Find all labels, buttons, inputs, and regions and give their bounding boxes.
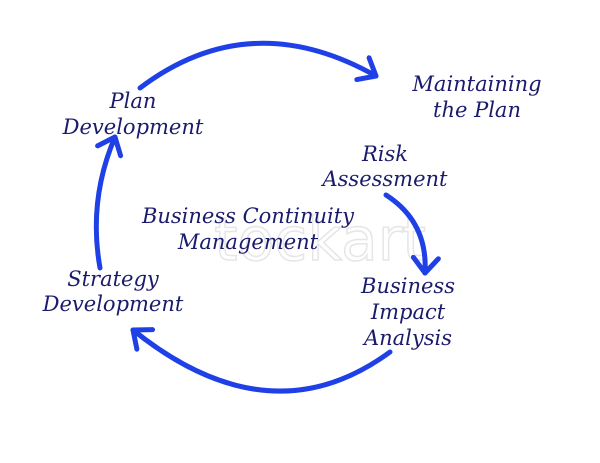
node-maintain-line1: Maintaining: [411, 72, 541, 96]
arrow-strategy-to-plan: [93, 134, 124, 271]
node-plan-line2: Development: [62, 115, 204, 139]
node-bia-line1: Business: [360, 274, 455, 298]
node-strategy-line2: Development: [42, 292, 184, 316]
node-maintain-line2: the Plan: [433, 98, 521, 122]
node-strategy-line1: Strategy: [67, 267, 160, 291]
watermark: tockart: [214, 205, 426, 275]
node-plan-line1: Plan: [109, 89, 157, 113]
center-title-line2: Management: [177, 230, 319, 254]
node-risk-line2: Assessment: [320, 167, 448, 191]
arrow-plan-to-maintain: [137, 40, 379, 91]
node-bia-line2: Impact: [370, 300, 446, 324]
node-risk-line1: Risk: [361, 142, 408, 166]
center-title-line1: Business Continuity: [141, 204, 355, 228]
arrow-risk-to-bia: [383, 192, 441, 276]
node-bia-line3: Analysis: [362, 326, 452, 350]
arrow-bia-to-strategy: [130, 327, 393, 394]
